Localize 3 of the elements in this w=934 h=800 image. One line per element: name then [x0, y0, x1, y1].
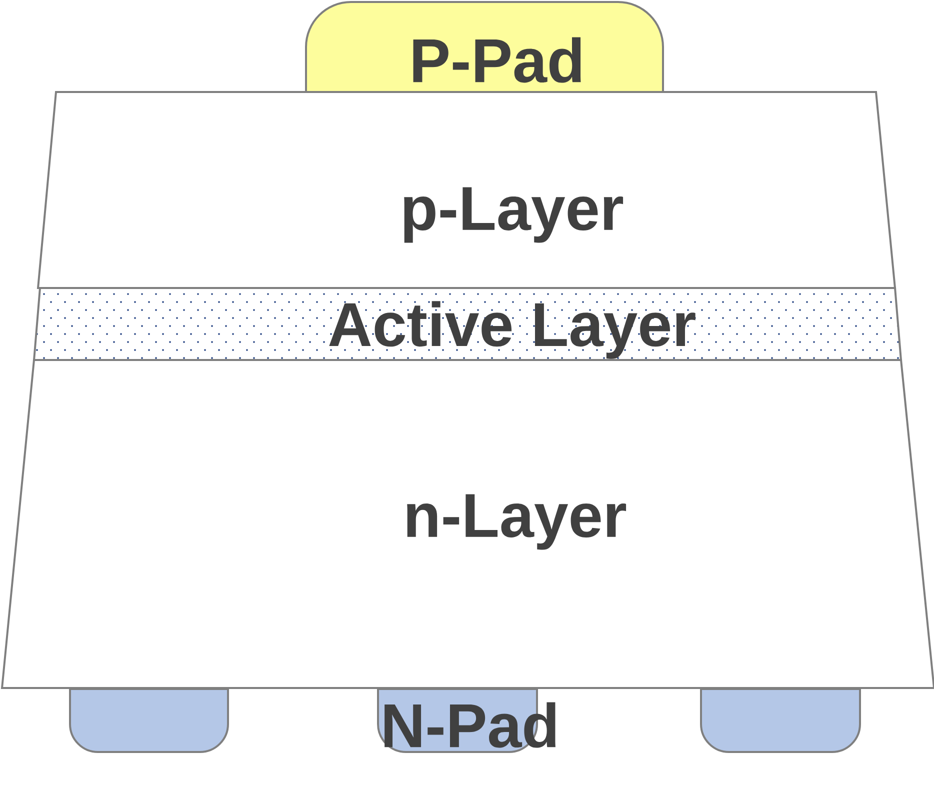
contact-pad — [700, 688, 861, 753]
contact-pad — [69, 688, 229, 753]
contact-pad: P-Pad — [305, 1, 664, 96]
